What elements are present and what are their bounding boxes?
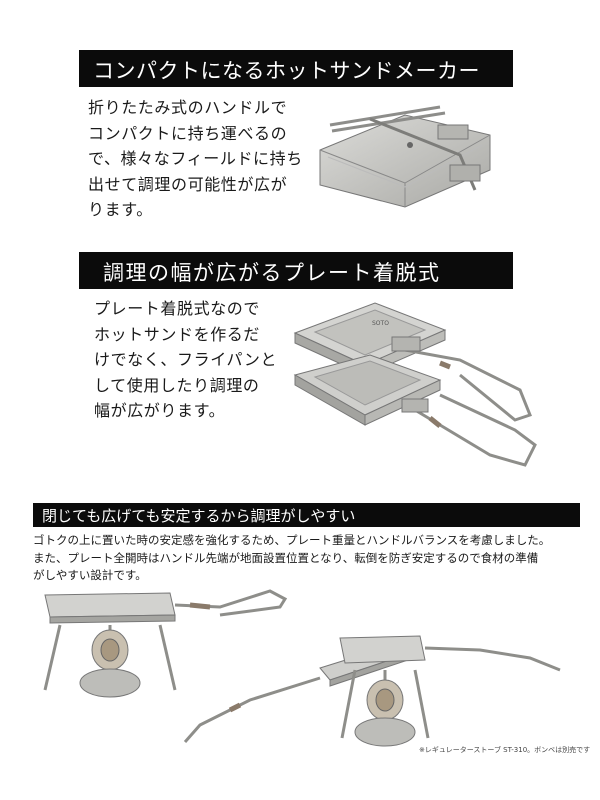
section3-line: ゴトクの上に置いた時の安定感を強化するため、プレート重量とハンドルバランスを考慮… — [33, 533, 551, 547]
section1-line: コンパクトに持ち運べるの — [88, 123, 288, 143]
section1-line: で、様々なフィールドに持ち — [88, 149, 303, 168]
section1-heading-band: コンパクトになるホットサンドメーカー — [79, 50, 513, 87]
section1-line: 折りたたみ式のハンドルで — [88, 98, 288, 117]
section2-line: ホットサンドを作るだ — [94, 324, 261, 344]
folded-hot-sand-maker-image — [319, 105, 491, 208]
closed-on-stove-image — [43, 589, 288, 698]
section1-heading: コンパクトになるホットサンドメーカー — [93, 59, 480, 83]
section3-text: ゴトクの上に置いた時の安定感を強化するため、プレート重量とハンドルバランスを考慮… — [33, 532, 550, 585]
footnote-caption: ※レギュレーターストーブ ST-310。ボンベは別売です — [419, 746, 591, 754]
section3-line: がしやすい設計です。 — [33, 568, 147, 582]
plate-brand-label: SOTO — [372, 320, 389, 327]
section3-heading: 閉じても広げても安定するから調理がしやすい — [42, 507, 356, 525]
section3-line: また、プレート全開時はハンドル先端が地面設置位置となり、転倒を防ぎ安定するので食… — [33, 550, 539, 565]
section2-line: プレート着脱式なので — [94, 299, 261, 318]
section1-line: 出せて調理の可能性が広が — [88, 174, 288, 194]
detached-plates-image: SOTO — [293, 302, 537, 467]
section2-text: プレート着脱式なので ホットサンドを作るだ けでなく、フライパンと して使用した… — [94, 296, 277, 424]
section2-line: 幅が広がります。 — [94, 401, 226, 420]
section2-heading-band: 調理の幅が広がるプレート着脱式 — [79, 252, 513, 289]
section3-heading-band: 閉じても広げても安定するから調理がしやすい — [33, 503, 580, 527]
section1-text: 折りたたみ式のハンドルで コンパクトに持ち運べるの で、様々なフィールドに持ち … — [88, 95, 303, 223]
section2-line: けでなく、フライパンと — [94, 350, 278, 369]
open-on-stove-image — [183, 635, 561, 747]
section2-line: して使用したり調理の — [94, 375, 260, 395]
section1-line: ります。 — [88, 200, 153, 219]
section2-heading: 調理の幅が広がるプレート着脱式 — [103, 261, 441, 285]
